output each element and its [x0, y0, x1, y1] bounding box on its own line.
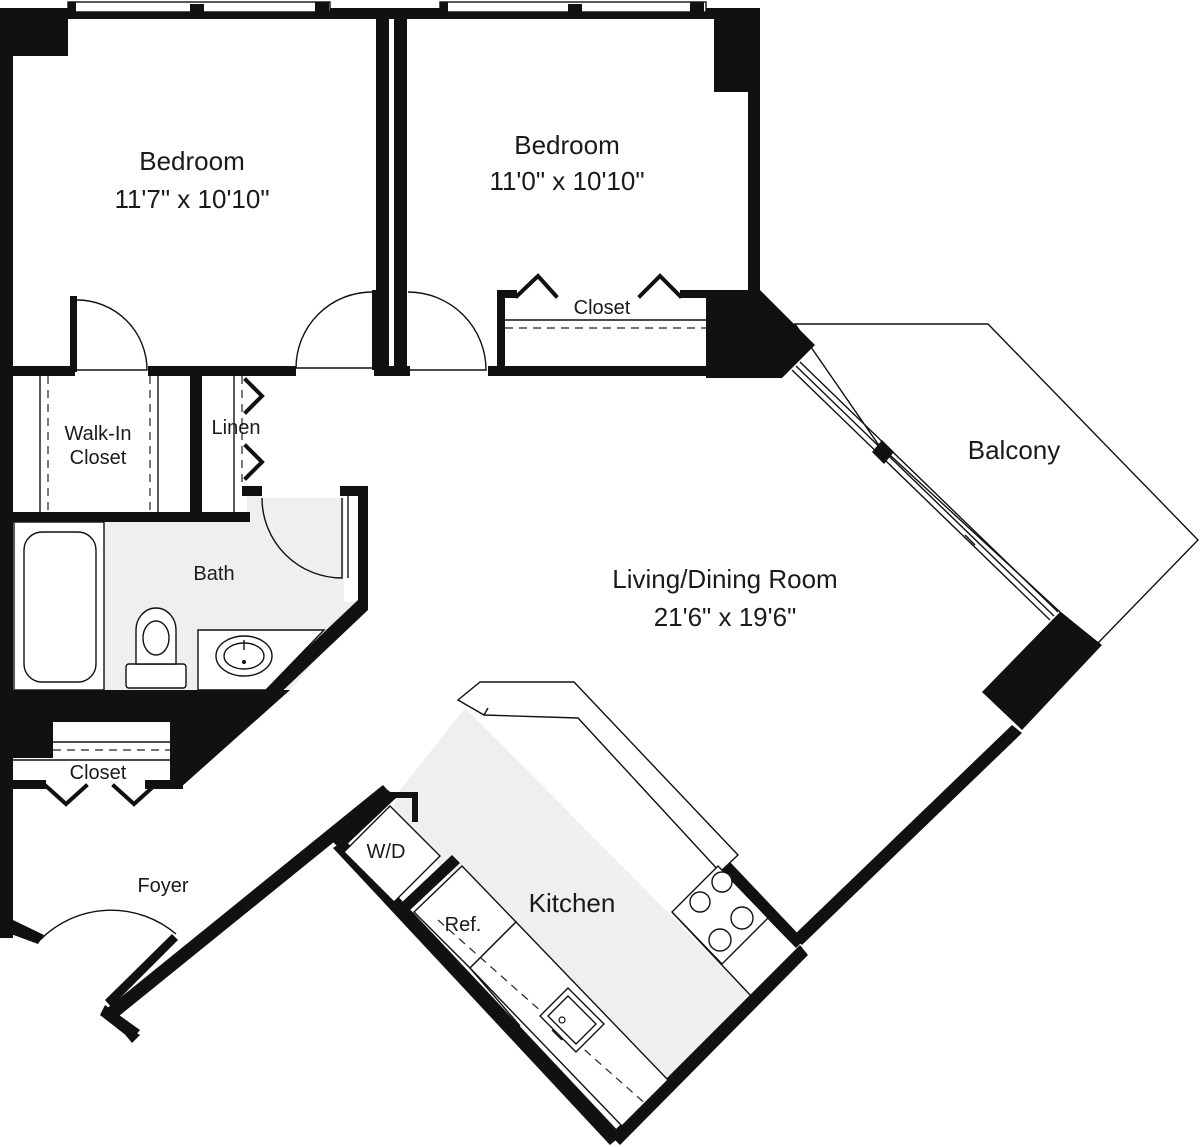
- wall-bedroom-closet-left: [497, 290, 505, 376]
- wall-walkin-jamb-right: [372, 290, 379, 370]
- wall-bedroom-right-east: [748, 8, 760, 298]
- wall-wd-top-b: [386, 792, 416, 798]
- wall-bath-east: [358, 486, 368, 610]
- wall-walkin-linen: [190, 376, 202, 516]
- wall-bedroom-left-south-a: [0, 366, 75, 376]
- wd-label: W/D: [367, 841, 406, 863]
- wall-kitchen-west: [333, 840, 622, 1145]
- stove: [671, 865, 769, 965]
- kitchen-label: Kitchen: [529, 888, 616, 918]
- wall-foyer-south: [100, 1005, 140, 1040]
- bedroom-left-door: [295, 291, 373, 369]
- bedroom-right-name: Bedroom: [514, 130, 620, 160]
- wall-wd-top: [333, 790, 396, 850]
- wall-bedroom-left-south-b: [148, 366, 296, 376]
- wall-bedroom-closet-top-b: [680, 290, 710, 298]
- doors: [39, 273, 683, 941]
- wall-between-bedrooms-2: [394, 8, 407, 373]
- wall-bedroom-right-south: [488, 366, 784, 376]
- wall-bath-top: [0, 512, 250, 522]
- linen-label: Linen: [212, 417, 261, 439]
- closet-lines: [13, 319, 706, 761]
- wall-foyer-closet-south-b: [145, 780, 183, 789]
- living-room-dims: 21'6" x 19'6": [654, 602, 797, 632]
- wall-entry-jamb: [105, 934, 178, 1007]
- washer-dryer: [343, 805, 441, 903]
- wall-walkin-jamb-left: [70, 296, 77, 372]
- wall-foyer-sw: [0, 920, 44, 944]
- wall-bedroom-closet-top-a: [497, 290, 517, 298]
- wall-foyer-diagonal: [105, 785, 392, 1043]
- ref-label: Ref.: [445, 914, 482, 936]
- toilet-tank: [125, 663, 187, 689]
- wall-kitchen-north: [720, 862, 804, 948]
- kitchen-fixtures: [343, 681, 769, 1127]
- wall-kitchen-south: [610, 945, 808, 1145]
- wall-linen-east: [242, 486, 262, 496]
- bedroom-right-door: [407, 291, 487, 371]
- entry-door: [39, 909, 177, 941]
- wall-left: [0, 8, 13, 938]
- foyer-closet-label: Closet: [70, 762, 127, 784]
- bath-fixtures: [13, 521, 326, 691]
- foyer-label: Foyer: [137, 875, 188, 897]
- bedroom-left-dims: 11'7" x 10'10": [114, 184, 269, 214]
- wall-foyer-closet-south-a: [0, 780, 46, 789]
- kitchen-floor: [390, 708, 752, 1090]
- wall-bath-door-stub: [340, 486, 366, 496]
- walkin-closet-line2: Closet: [70, 447, 127, 469]
- walls: [0, 8, 1102, 1145]
- balcony-outline: [793, 323, 1199, 644]
- bedroom-closet-label: Closet: [574, 297, 631, 319]
- bedroom-right-dims: 11'0" x 10'10": [489, 166, 644, 196]
- wall-column-ne: [706, 290, 815, 378]
- bath-label: Bath: [193, 563, 234, 585]
- wall-column-se: [982, 612, 1102, 730]
- walkin-closet-line1: Walk-In: [64, 423, 131, 445]
- living-room-name: Living/Dining Room: [612, 564, 837, 594]
- bath-door: [261, 497, 343, 579]
- balcony-label: Balcony: [968, 435, 1061, 465]
- wall-between-bedrooms: [376, 8, 389, 373]
- bedroom-left-name: Bedroom: [139, 146, 245, 176]
- breakfast-bar: [456, 681, 739, 873]
- room-labels: Bedroom 11'7" x 10'10" Bedroom 11'0" x 1…: [64, 130, 1060, 936]
- wall-bath-south: [0, 690, 290, 788]
- wall-bedroom-left-south-c: [374, 366, 410, 376]
- wall-ref-partition: [400, 855, 460, 912]
- walkin-closet-door: [76, 299, 148, 371]
- wall-living-east: [792, 725, 1022, 945]
- wall-wd-east: [412, 792, 418, 822]
- window-mullion: [872, 440, 894, 464]
- windows: [67, 1, 1059, 621]
